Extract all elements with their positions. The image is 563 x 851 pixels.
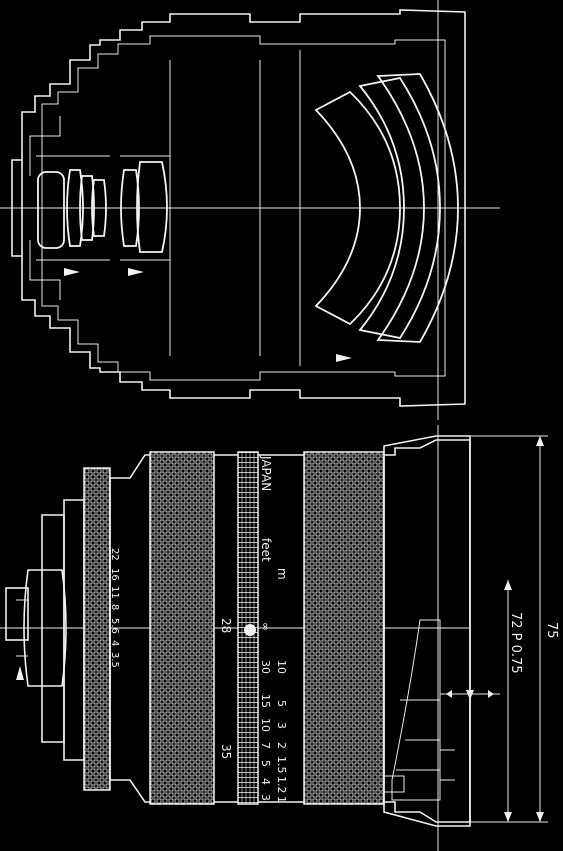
meter-value: 1 xyxy=(275,796,288,803)
aperture-value: 5.6 xyxy=(109,618,120,634)
dimension-annotations: 75 72 P 0.75 xyxy=(470,435,559,823)
feet-value: 7 xyxy=(259,742,272,749)
feet-value: 30 xyxy=(259,660,272,674)
rear-element-1 xyxy=(37,171,65,249)
feet-value: 10 xyxy=(259,718,272,732)
focus-marker-icon xyxy=(64,268,80,276)
mount-index-icon xyxy=(16,666,24,680)
feet-value: 3 xyxy=(259,794,272,801)
zoom-marker-icon xyxy=(128,268,144,276)
front-hood xyxy=(383,435,471,827)
aperture-value: 22 xyxy=(109,548,120,561)
cross-section-view xyxy=(0,0,500,420)
aperture-value: 16 xyxy=(109,568,120,581)
front-thread xyxy=(383,775,405,793)
rear-element-4 xyxy=(91,179,107,237)
feet-unit-label: feet xyxy=(259,538,273,562)
rear-element-2 xyxy=(66,169,84,247)
middle-element-2 xyxy=(136,161,168,253)
zoom-ring xyxy=(149,451,215,805)
meter-value: 1.5 xyxy=(275,756,288,774)
barrel-outline xyxy=(21,9,466,407)
meter-value: 2 xyxy=(275,742,288,749)
focus-ring xyxy=(303,451,385,805)
zoom-index-dot-icon xyxy=(244,624,256,636)
feet-value: 4 xyxy=(259,778,272,785)
front-element-3 xyxy=(376,73,459,343)
aperture-value: 4 xyxy=(109,640,120,646)
front-cutaway xyxy=(391,619,441,801)
focal-length-mark: 35 xyxy=(219,744,233,759)
aperture-ring xyxy=(83,467,111,791)
aperture-value: 11 xyxy=(109,586,120,599)
aperture-value: 8 xyxy=(109,604,120,610)
aperture-scale: 22 16 11 8 5.6 4 3.5 xyxy=(109,548,120,668)
front-element-1 xyxy=(314,90,401,326)
exterior-view: 22 16 11 8 5.6 4 3.5 28 35 JAPAN feet m … xyxy=(0,425,500,851)
mount-flange xyxy=(11,159,22,257)
aperture-marker-icon xyxy=(336,354,352,362)
feet-value: 5 xyxy=(259,760,272,767)
meter-scale: 10 5 3 2 1.5 1.2 1 xyxy=(275,660,288,803)
feet-value: 15 xyxy=(259,694,272,708)
meter-value: 10 xyxy=(275,660,288,674)
barrel-inner-outline xyxy=(41,35,446,381)
front-element-2 xyxy=(358,76,441,340)
filter-size-label: 72 P 0.75 xyxy=(508,612,523,674)
meter-value: 3 xyxy=(275,722,288,729)
feet-value: ∞ xyxy=(259,622,272,631)
focal-length-mark: 28 xyxy=(219,618,233,633)
meter-value: 5 xyxy=(275,700,288,707)
overall-length-label: 75 xyxy=(544,622,559,639)
meter-value: 1.2 xyxy=(275,776,288,794)
feet-scale: ∞ 30 15 10 7 5 4 3 xyxy=(259,622,272,801)
meter-unit-label: m xyxy=(275,568,289,580)
brand-text: JAPAN xyxy=(259,455,273,491)
aperture-value: 3.5 xyxy=(109,652,120,668)
